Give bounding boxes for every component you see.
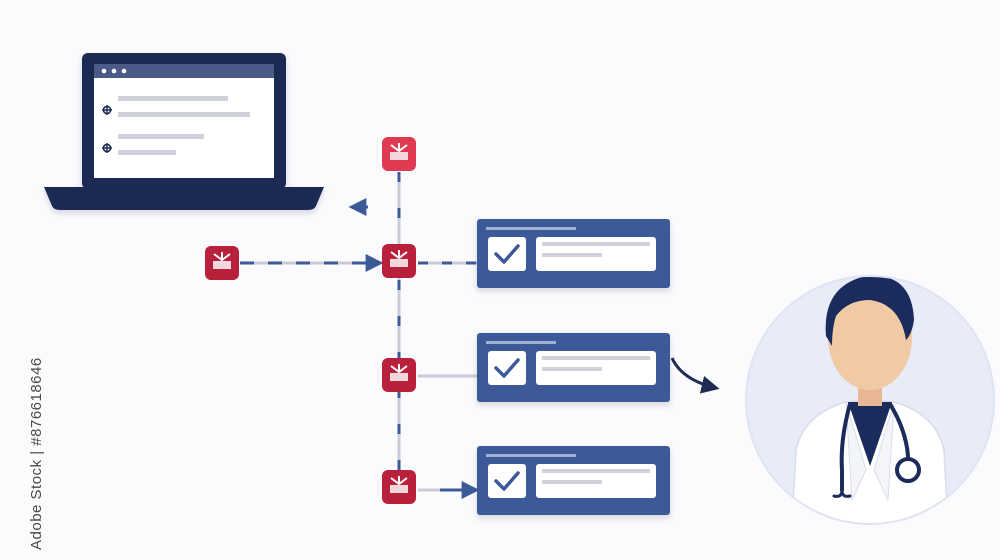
text-line bbox=[542, 356, 650, 360]
stethoscope-icon bbox=[832, 402, 921, 498]
doctor-avatar-icon bbox=[745, 275, 995, 525]
alert-node-source[interactable] bbox=[205, 246, 239, 280]
text-line bbox=[542, 253, 602, 257]
lapel bbox=[873, 401, 895, 501]
alert-node-icon bbox=[390, 476, 408, 493]
face bbox=[828, 286, 912, 390]
alert-node-center[interactable] bbox=[382, 244, 416, 278]
alert-node-middle[interactable] bbox=[382, 358, 416, 392]
shirt bbox=[848, 402, 892, 466]
task-card-2[interactable] bbox=[477, 333, 670, 402]
doctor-arrow bbox=[670, 357, 720, 394]
alert-node-icon bbox=[390, 364, 408, 381]
gear-icon bbox=[102, 105, 112, 115]
text-line bbox=[542, 367, 602, 371]
text-line bbox=[118, 150, 176, 155]
text-line bbox=[118, 96, 228, 101]
stock-watermark: Adobe Stock | #876618646 bbox=[4, 320, 45, 550]
text-line bbox=[542, 242, 650, 246]
task-card-3[interactable] bbox=[477, 446, 670, 515]
laptop-base bbox=[44, 187, 324, 210]
checkbox[interactable] bbox=[488, 237, 526, 271]
checkmark-icon bbox=[494, 471, 520, 491]
hair bbox=[825, 277, 914, 346]
checkmark-icon bbox=[494, 358, 520, 378]
text-line bbox=[542, 469, 650, 473]
laptop-icon bbox=[44, 53, 324, 210]
text-line bbox=[118, 112, 250, 117]
window-dot-icon bbox=[121, 68, 127, 74]
checkbox[interactable] bbox=[488, 464, 526, 498]
gear-icon bbox=[102, 143, 112, 153]
lapel bbox=[845, 401, 867, 501]
card-header-line bbox=[486, 454, 576, 457]
window-dot-icon bbox=[101, 68, 107, 74]
browser-bar bbox=[94, 64, 274, 78]
window-dot-icon bbox=[111, 68, 117, 74]
card-header-line bbox=[486, 341, 556, 344]
alert-node-icon bbox=[213, 252, 231, 269]
card-header-line bbox=[486, 227, 576, 230]
watermark-text: Adobe Stock | #876618646 bbox=[28, 357, 45, 550]
alert-node-top[interactable] bbox=[382, 137, 416, 171]
checkbox[interactable] bbox=[488, 351, 526, 385]
alert-node-bottom[interactable] bbox=[382, 470, 416, 504]
alert-node-icon bbox=[390, 250, 408, 267]
checkmark-icon bbox=[494, 244, 520, 264]
text-line bbox=[542, 480, 602, 484]
text-line bbox=[118, 134, 204, 139]
connector-lines bbox=[240, 172, 720, 499]
laptop-screen bbox=[94, 64, 274, 178]
alert-node-icon bbox=[390, 143, 408, 160]
task-card-1[interactable] bbox=[477, 219, 670, 288]
